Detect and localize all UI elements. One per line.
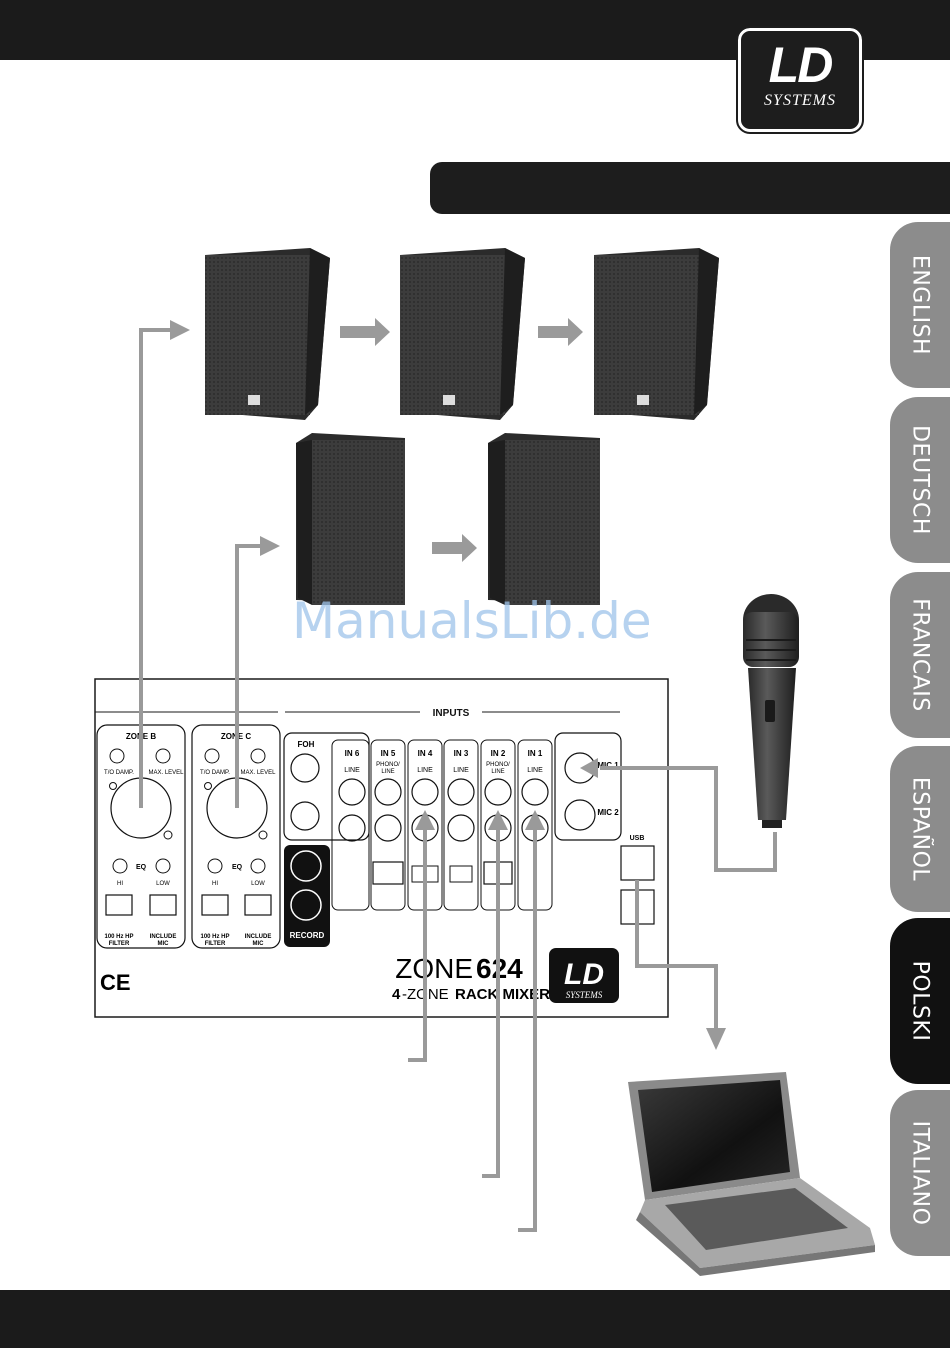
zone-b-low-label: LOW xyxy=(156,881,170,887)
zone-b-eq-label: EQ xyxy=(136,864,147,871)
microphone xyxy=(743,594,799,828)
zone-c-mic-label-1: INCLUDE xyxy=(245,934,272,940)
in3-label: IN 3 xyxy=(454,749,469,758)
logo-sub-text: SYSTEMS xyxy=(764,92,836,109)
mic1-label: MIC 1 xyxy=(597,761,619,770)
panel-logo-main: LD xyxy=(564,958,604,991)
in3-line-label: LINE xyxy=(453,767,469,774)
in5-line-label: LINE xyxy=(381,769,394,775)
in5-phono-label: PHONO/ xyxy=(376,762,400,768)
zone-c-mic-label-2: MIC xyxy=(253,941,265,947)
model-thin: ZONE xyxy=(395,953,473,984)
subtitle-rack: RACK MIXER xyxy=(455,986,550,1003)
zone-c-td-label: T/O DAMP. xyxy=(200,770,230,776)
watermark: ManualsLib.de xyxy=(292,592,652,650)
zone-c-hi-label: HI xyxy=(212,881,218,887)
in4-line-label: LINE xyxy=(417,767,433,774)
zone-c-low-label: LOW xyxy=(251,881,265,887)
zone-b-hp-label-2: FILTER xyxy=(109,941,130,947)
zone-b-mic-label-1: INCLUDE xyxy=(150,934,177,940)
tab-deutsch[interactable]: DEUTSCH xyxy=(890,397,950,563)
in6-line-label: LINE xyxy=(344,767,360,774)
in2-line-label: LINE xyxy=(491,769,504,775)
ce-mark: CE xyxy=(100,970,131,995)
panel-logo xyxy=(549,948,619,1003)
in1-line-label: LINE xyxy=(527,767,543,774)
zone-c-level-label: MAX. LEVEL xyxy=(240,770,276,776)
in5-label: IN 5 xyxy=(381,749,396,758)
speaker-chain-arrows xyxy=(340,318,583,562)
zone-c-eq-label: EQ xyxy=(232,864,243,871)
foh-label: FOH xyxy=(298,740,315,749)
tab-polski[interactable]: POLSKI xyxy=(890,918,950,1084)
panel-logo-sub: SYSTEMS xyxy=(566,990,603,1000)
zone-c-hp-label-2: FILTER xyxy=(205,941,226,947)
in6-label: IN 6 xyxy=(345,749,360,758)
zone-b-level-label: MAX. LEVEL xyxy=(148,770,184,776)
speaker-1 xyxy=(205,248,330,420)
in2-label: IN 2 xyxy=(491,749,506,758)
tab-francais[interactable]: FRANCAIS xyxy=(890,572,950,738)
zone-b-mic-label-2: MIC xyxy=(158,941,170,947)
section-title-band xyxy=(430,162,950,214)
usb-label: USB xyxy=(630,835,645,842)
tab-english[interactable]: ENGLISH xyxy=(890,222,950,388)
speaker-3 xyxy=(594,248,719,420)
in4-label: IN 4 xyxy=(418,749,433,758)
record-label: RECORD xyxy=(290,931,325,940)
cable-arrowheads xyxy=(170,320,726,1050)
ld-systems-logo: LD SYSTEMS xyxy=(736,26,864,134)
zone-b-hp-label-1: 100 Hz HP xyxy=(104,934,133,940)
inputs-label: INPUTS xyxy=(433,708,470,719)
subtitle-num: 4 xyxy=(392,986,401,1003)
in1-label: IN 1 xyxy=(528,749,543,758)
input-channel-in3: IN 3 LINE xyxy=(443,739,479,911)
in2-phono-label: PHONO/ xyxy=(486,762,510,768)
cables xyxy=(139,328,777,1232)
logo-main-text: LD xyxy=(768,37,834,93)
speaker-5 xyxy=(488,433,600,605)
zone-b-hi-label: HI xyxy=(117,881,123,887)
mic2-label: MIC 2 xyxy=(597,808,619,817)
zone-b-td-label: T/O DAMP. xyxy=(104,770,134,776)
zone-c-hp-label-1: 100 Hz HP xyxy=(200,934,229,940)
speaker-4 xyxy=(296,433,405,605)
input-channel-in5: IN 5 PHONO/ LINE xyxy=(370,739,406,911)
laptop xyxy=(628,1072,875,1276)
zone624-mixer-panel: INPUTS ZONE B T/O DAMP. MAX. LEVEL EQ HI… xyxy=(94,678,669,1018)
tab-espanol[interactable]: ESPAÑOL xyxy=(890,746,950,912)
bottom-bar xyxy=(0,1290,950,1348)
tab-italiano[interactable]: ITALIANO xyxy=(890,1090,950,1256)
speaker-2 xyxy=(400,248,525,420)
